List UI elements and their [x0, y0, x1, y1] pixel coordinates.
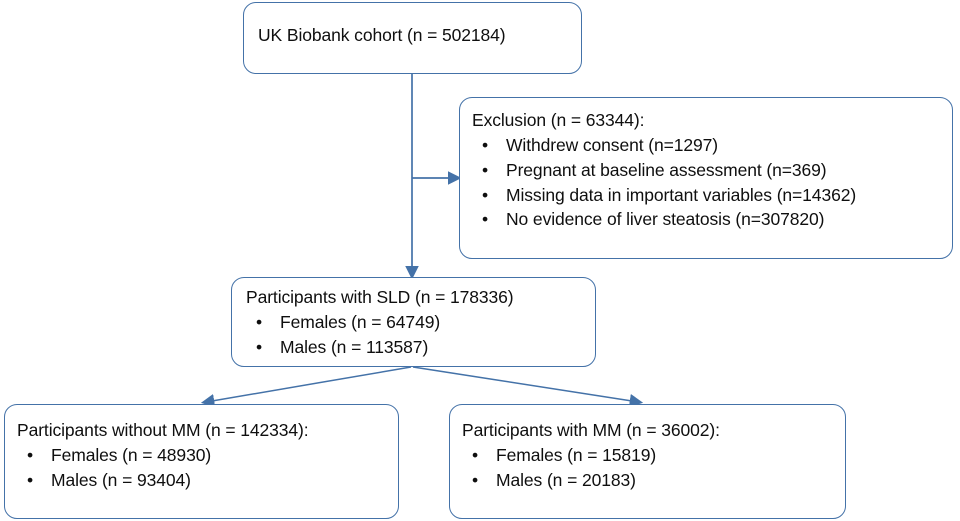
bullet-icon: •	[27, 469, 34, 490]
list-item: • Missing data in important variables (n…	[472, 183, 940, 208]
node-body: Participants without MM (n = 142334): • …	[5, 405, 398, 500]
list-item-label: Males (n = 93404)	[51, 469, 191, 490]
edge-sld-to-with-mm	[412, 366, 644, 408]
list-item-label: Females (n = 48930)	[51, 444, 212, 465]
node-body: UK Biobank cohort (n = 502184)	[244, 3, 581, 55]
list-item-label: Pregnant at baseline assessment (n=369)	[506, 159, 827, 180]
list-item: • Females (n = 48930)	[17, 443, 386, 468]
bullet-icon: •	[472, 444, 479, 465]
node-body: Participants with MM (n = 36002): • Fema…	[450, 405, 845, 500]
without-mm-sex-breakdown-list: • Females (n = 48930) • Males (n = 93404…	[17, 443, 386, 493]
sld-sex-breakdown-list: • Females (n = 64749) • Males (n = 11358…	[246, 310, 583, 360]
list-item-label: No evidence of liver steatosis (n=307820…	[506, 209, 825, 230]
bullet-icon: •	[256, 336, 263, 357]
list-item: • Females (n = 15819)	[462, 443, 833, 468]
node-title: UK Biobank cohort (n = 502184)	[258, 25, 506, 45]
list-item-label: Missing data in important variables (n=1…	[506, 184, 857, 205]
node-body: Participants with SLD (n = 178336) • Fem…	[232, 278, 595, 367]
exclusion-reason-list: • Withdrew consent (n=1297) • Pregnant a…	[472, 133, 940, 232]
list-item-label: Withdrew consent (n=1297)	[506, 134, 718, 155]
list-item: • No evidence of liver steatosis (n=3078…	[472, 207, 940, 232]
node-title: Participants without MM (n = 142334):	[17, 420, 309, 440]
list-item: • Males (n = 113587)	[246, 335, 583, 360]
node-uk-biobank-cohort: UK Biobank cohort (n = 502184)	[243, 2, 582, 74]
bullet-icon: •	[482, 184, 489, 205]
list-item-label: Males (n = 113587)	[280, 336, 429, 357]
bullet-icon: •	[256, 311, 263, 332]
bullet-icon: •	[27, 444, 34, 465]
node-participants-with-sld: Participants with SLD (n = 178336) • Fem…	[231, 277, 596, 367]
list-item-label: Females (n = 64749)	[280, 311, 441, 332]
node-title: Exclusion (n = 63344):	[472, 110, 645, 130]
edge-sld-to-without-mm	[200, 366, 412, 408]
list-item-label: Females (n = 15819)	[496, 444, 657, 465]
list-item-label: Males (n = 20183)	[496, 469, 636, 490]
list-item: • Males (n = 20183)	[462, 468, 833, 493]
node-exclusion: Exclusion (n = 63344): • Withdrew consen…	[459, 97, 953, 259]
node-title: Participants with SLD (n = 178336)	[246, 287, 514, 307]
node-participants-with-mm: Participants with MM (n = 36002): • Fema…	[449, 404, 846, 519]
list-item: • Males (n = 93404)	[17, 468, 386, 493]
bullet-icon: •	[482, 209, 489, 230]
list-item: • Females (n = 64749)	[246, 310, 583, 335]
node-body: Exclusion (n = 63344): • Withdrew consen…	[460, 98, 952, 239]
list-item: • Pregnant at baseline assessment (n=369…	[472, 158, 940, 183]
with-mm-sex-breakdown-list: • Females (n = 15819) • Males (n = 20183…	[462, 443, 833, 493]
bullet-icon: •	[482, 134, 489, 155]
node-participants-without-mm: Participants without MM (n = 142334): • …	[4, 404, 399, 519]
list-item: • Withdrew consent (n=1297)	[472, 133, 940, 158]
bullet-icon: •	[472, 469, 479, 490]
bullet-icon: •	[482, 159, 489, 180]
node-title: Participants with MM (n = 36002):	[462, 420, 720, 440]
